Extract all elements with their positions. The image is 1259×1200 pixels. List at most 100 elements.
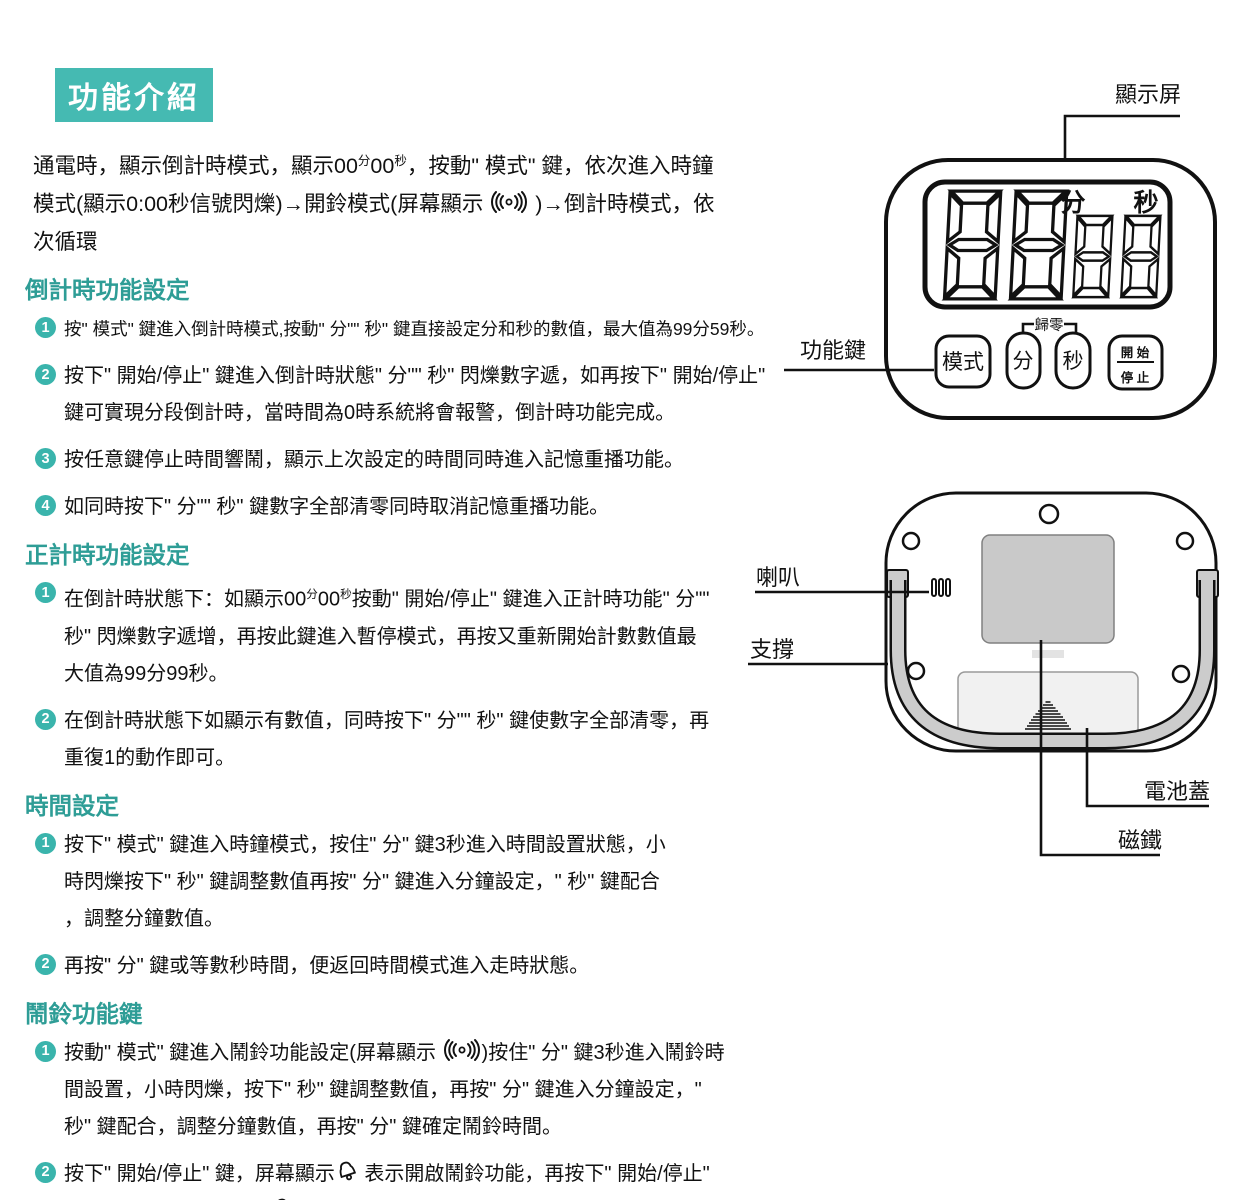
item-text: 按下" 開始/停止" 鍵，屏幕顯示 表示開啟鬧鈴功能，再按下" 開始/停止"可關… bbox=[64, 1156, 710, 1200]
item-line: 在倒計時狀態下：如顯示00分00秒按動" 開始/停止" 鍵進入正計時功能" 分"… bbox=[64, 576, 709, 619]
list-item: 1 按動" 模式" 鍵進入鬧鈴功能設定(屏幕顯示 )按住" 分" 鍵3秒進入鬧鈴時… bbox=[35, 1035, 805, 1146]
section-badge: 功能介紹 bbox=[55, 68, 213, 122]
sound-wave-icon bbox=[491, 191, 528, 214]
item-line: 重復1的動作即可。 bbox=[64, 740, 709, 777]
timer-back-diagram: 喇叭 支撐 電池蓋 磁鐵 bbox=[748, 491, 1219, 857]
text-run: 表示開啟鬧鈴功能，再按下" 開始/停止" bbox=[358, 1162, 710, 1185]
list-item: 4 如同時按下" 分"" 秒" 鍵數字全部清零同時取消記憶重播功能。 bbox=[35, 489, 805, 526]
list-item: 3 按任意鍵停止時間響鬧，顯示上次設定的時間同時進入記憶重播功能。 bbox=[35, 442, 805, 479]
text-run: 間設置，小時閃爍，按下" 秒" 鍵調整數值，再按" 分" 鍵進入分鐘設定，" bbox=[64, 1078, 702, 1101]
item-line: 按任意鍵停止時間響鬧，顯示上次設定的時間同時進入記憶重播功能。 bbox=[64, 442, 684, 479]
list-item: 1 按下" 模式" 鍵進入時鐘模式，按住" 分" 鍵3秒進入時間設置狀態，小時閃爍… bbox=[35, 827, 805, 938]
text-run: ，調整分鐘數值。 bbox=[64, 907, 224, 930]
stop-label: 停 止 bbox=[1121, 370, 1150, 385]
stand-label: 支撐 bbox=[750, 637, 794, 662]
reset-label: 歸零 bbox=[1035, 316, 1064, 334]
reset-bracket-left bbox=[1021, 322, 1034, 335]
stand[interactable] bbox=[892, 580, 1213, 747]
speaker-bar bbox=[938, 578, 944, 597]
item-line: 按動" 模式" 鍵進入鬧鈴功能設定(屏幕顯示 )按住" 分" 鍵3秒進入鬧鈴時 bbox=[64, 1035, 725, 1072]
section-heading-0: 倒計時功能設定 bbox=[25, 277, 190, 304]
hole bbox=[906, 661, 926, 681]
item-text: 在倒計時狀態下如顯示有數值，同時按下" 分"" 秒" 鍵使數字全部清零，再重復1… bbox=[64, 703, 709, 777]
second-button[interactable] bbox=[1054, 331, 1092, 390]
section-heading-3: 鬧鈴功能鍵 bbox=[25, 1000, 143, 1027]
text-run: )→倒計時模式，依 bbox=[529, 192, 715, 217]
latch-slot bbox=[1032, 650, 1064, 658]
text-run: 在倒計時狀態下：如顯示00 bbox=[64, 588, 307, 611]
section-heading-1: 正計時功能設定 bbox=[25, 542, 190, 569]
sound-wave-icon bbox=[443, 1038, 480, 1061]
text-run: 時閃爍按下" 秒" 鍵調整數值再按" 分" 鍵進入分鐘設定，" 秒" 鍵配合 bbox=[64, 870, 660, 893]
list-item: 2 按下" 開始/停止" 鍵進入倒計時狀態" 分"" 秒" 閃爍數字遞，如再按下"… bbox=[35, 358, 805, 432]
item-number-bullet: 2 bbox=[35, 708, 56, 730]
item-line: 按下" 開始/停止" 鍵進入倒計時狀態" 分"" 秒" 閃爍數字遞，如再按下" … bbox=[64, 358, 765, 395]
item-text: 再按" 分" 鍵或等數秒時間，便返回時間模式進入走時狀態。 bbox=[64, 948, 589, 985]
item-number-bullet: 1 bbox=[35, 832, 56, 854]
item-line: 秒" 閃爍數字遞增，再按此鍵進入暫停模式，再按又重新開始計數數值最 bbox=[64, 619, 709, 656]
superscript-unit: 秒 bbox=[340, 588, 352, 602]
bell-icon bbox=[275, 1198, 292, 1200]
content-column: 通電時，顯示倒計時模式，顯示00分00秒，按動" 模式" 鍵，依次進入時鐘模式(… bbox=[25, 142, 805, 1200]
item-line: 按" 模式" 鍵進入倒計時模式,按動" 分"" 秒" 鍵直接設定分和秒的數值，最… bbox=[64, 311, 764, 348]
lcd-min-label: 分 bbox=[1060, 189, 1085, 217]
minute-button[interactable] bbox=[1005, 331, 1042, 390]
intro-line: 模式(顯示0:00秒信號閃爍)→開鈴模式(屏幕顯示 )→倒計時模式，依 bbox=[33, 185, 805, 223]
item-text: 按任意鍵停止時間響鬧，顯示上次設定的時間同時進入記憶重播功能。 bbox=[64, 442, 684, 479]
superscript-unit: 分 bbox=[306, 588, 318, 602]
item-number-bullet: 2 bbox=[35, 1161, 56, 1183]
text-run: 按動" 模式" 鍵進入鬧鈴功能設定(屏幕顯示 bbox=[64, 1041, 442, 1064]
start-label: 開 始 bbox=[1121, 345, 1150, 360]
intro-paragraph: 通電時，顯示倒計時模式，顯示00分00秒，按動" 模式" 鍵，依次進入時鐘模式(… bbox=[33, 142, 805, 261]
hole bbox=[1171, 664, 1191, 684]
intro-line: 次循環 bbox=[33, 223, 805, 261]
list-item: 2 按下" 開始/停止" 鍵，屏幕顯示 表示開啟鬧鈴功能，再按下" 開始/停止"可… bbox=[35, 1156, 805, 1200]
display-label: 顯示屏 bbox=[1115, 82, 1181, 107]
item-line: ，調整分鐘數值。 bbox=[64, 901, 666, 938]
item-line: 可關閉鬧鈴功能(不顯示)。 bbox=[64, 1193, 710, 1200]
hole bbox=[1038, 503, 1060, 525]
text-run: 重復1的動作即可。 bbox=[64, 746, 236, 769]
text-run: 按動" 開始/停止" 鍵進入正計時功能" 分"" bbox=[351, 588, 710, 611]
item-text: 按下" 模式" 鍵進入時鐘模式，按住" 分" 鍵3秒進入時間設置狀態，小時閃爍按… bbox=[64, 827, 666, 938]
mode-button[interactable] bbox=[934, 334, 992, 389]
second-button-label: 秒 bbox=[1063, 350, 1084, 373]
item-line: 再按" 分" 鍵或等數秒時間，便返回時間模式進入走時狀態。 bbox=[64, 948, 589, 985]
intro-line: 通電時，顯示倒計時模式，顯示00分00秒，按動" 模式" 鍵，依次進入時鐘 bbox=[33, 142, 805, 185]
item-line: 在倒計時狀態下如顯示有數值，同時按下" 分"" 秒" 鍵使數字全部清零，再 bbox=[64, 703, 709, 740]
item-text: 按下" 開始/停止" 鍵進入倒計時狀態" 分"" 秒" 閃爍數字遞，如再按下" … bbox=[64, 358, 765, 432]
text-run: 在倒計時狀態下如顯示有數值，同時按下" 分"" 秒" 鍵使數字全部清零，再 bbox=[64, 709, 710, 732]
item-number-bullet: 2 bbox=[35, 364, 56, 386]
item-number-bullet: 1 bbox=[35, 582, 56, 604]
item-line: 按下" 開始/停止" 鍵，屏幕顯示 表示開啟鬧鈴功能，再按下" 開始/停止" bbox=[64, 1156, 710, 1193]
item-line: 秒" 鍵配合，調整分鐘數值，再按" 分" 鍵確定鬧鈴時間。 bbox=[64, 1109, 725, 1146]
text-run: 如同時按下" 分"" 秒" 鍵數字全部清零同時取消記憶重播功能。 bbox=[64, 496, 610, 519]
text-run: 次循環 bbox=[33, 230, 98, 255]
speaker-bar bbox=[931, 578, 937, 597]
magnet-label: 磁鐵 bbox=[1118, 828, 1162, 853]
item-number-bullet: 3 bbox=[35, 448, 56, 470]
function-keys-label: 功能鍵 bbox=[800, 338, 866, 363]
item-line: 大值為99分99秒。 bbox=[64, 656, 709, 693]
timer-front-diagram: 顯示屏 分 秒 歸零 模式 分 秒 開 始 停 止 功能鍵 bbox=[784, 82, 1217, 420]
text-run: 按" 模式" 鍵進入倒計時模式,按動" 分"" 秒" 鍵直接設定分和秒的數值，最… bbox=[64, 319, 765, 340]
text-run: 大值為99分99秒。 bbox=[64, 662, 229, 685]
text-run: 鍵可實現分段倒計時，當時間為0時系統將會報警，倒計時功能完成。 bbox=[64, 402, 676, 425]
reset-bracket-right bbox=[1064, 322, 1078, 335]
magnet-leader-line bbox=[1039, 640, 1160, 857]
text-run: 秒" 閃爍數字遞增，再按此鍵進入暫停模式，再按又重新開始計數數值最 bbox=[64, 625, 697, 648]
item-line: 鍵可實現分段倒計時，當時間為0時系統將會報警，倒計時功能完成。 bbox=[64, 395, 765, 432]
text-run: )按住" 分" 鍵3秒進入鬧鈴時 bbox=[481, 1041, 725, 1064]
text-run: 模式(顯示0:00秒信號閃爍)→開鈴模式(屏幕顯示 bbox=[33, 192, 490, 217]
battery-cover-leader-line bbox=[1085, 728, 1209, 808]
list-item: 1 在倒計時狀態下：如顯示00分00秒按動" 開始/停止" 鍵進入正計時功能" 分… bbox=[35, 576, 805, 693]
item-text: 按動" 模式" 鍵進入鬧鈴功能設定(屏幕顯示 )按住" 分" 鍵3秒進入鬧鈴時間… bbox=[64, 1035, 725, 1146]
item-number-bullet: 4 bbox=[35, 495, 56, 517]
speaker-bar bbox=[945, 578, 951, 597]
item-number-bullet: 1 bbox=[35, 1040, 56, 1062]
lcd-sec-label: 秒 bbox=[1133, 189, 1158, 217]
